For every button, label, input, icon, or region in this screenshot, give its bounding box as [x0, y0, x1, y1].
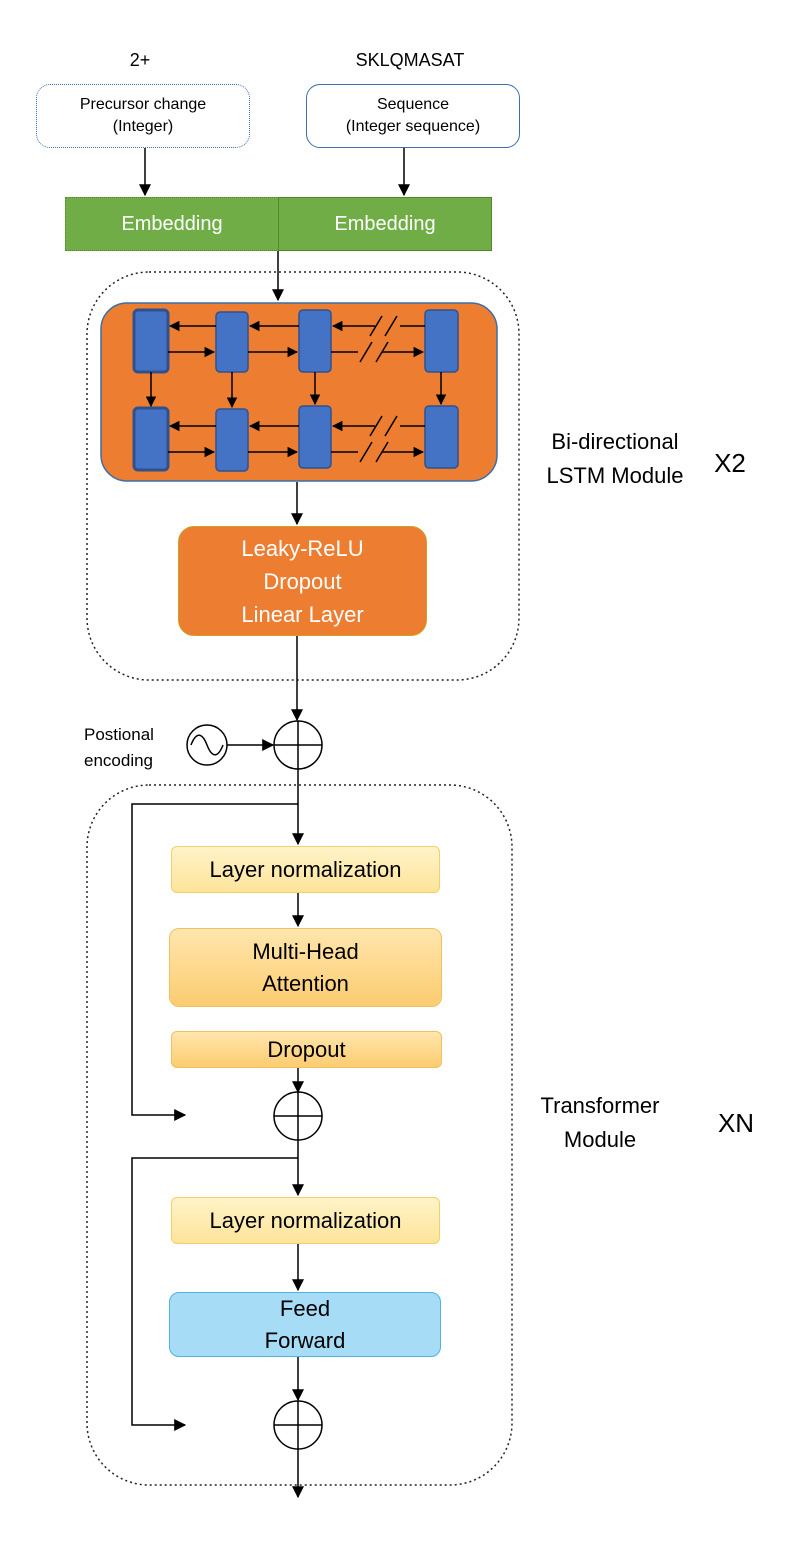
feed-forward-box: Feed Forward: [169, 1292, 441, 1357]
sequence-box-line2: (Integer sequence): [345, 118, 481, 135]
transformer-module-outline: [86, 784, 513, 1486]
residual-path-2: [131, 1157, 298, 1431]
lstm-module-outline: [86, 271, 520, 681]
lstm-cell: [215, 311, 249, 373]
sequence-value: SKLQMASAT: [355, 49, 465, 70]
layer-norm-1: Layer normalization: [171, 846, 440, 893]
dropout-label: Dropout: [263, 568, 342, 594]
transformer-repeat-count: XN: [717, 1107, 755, 1138]
dense-layers-box: Leaky-ReLU Dropout Linear Layer: [178, 526, 427, 636]
lstm-cell: [132, 406, 170, 472]
lstm-cell: [298, 309, 332, 373]
sequence-embedding: Embedding: [278, 197, 492, 251]
transformer-module-label: Transformer Module: [540, 1093, 660, 1152]
linear-layer-label: Linear Layer: [241, 601, 364, 627]
precursor-input-box: Precursor change (Integer): [36, 84, 250, 148]
layer-norm-2: Layer normalization: [171, 1197, 440, 1244]
precursor-embedding: Embedding: [65, 197, 279, 251]
dropout-box: Dropout: [171, 1031, 442, 1068]
lstm-cell: [132, 308, 170, 374]
residual-path-1: [131, 803, 298, 1121]
precursor-box-line1: Precursor change: [79, 96, 207, 113]
positional-encoding-label: Postional encoding: [84, 725, 154, 770]
multi-head-attention-box: Multi-Head Attention: [169, 928, 442, 1007]
lstm-cell: [424, 309, 459, 373]
precursor-box-line2: (Integer): [112, 118, 174, 135]
precursor-value: 2+: [129, 49, 151, 70]
sequence-input-box: Sequence (Integer sequence): [306, 84, 520, 148]
lstm-cell: [215, 408, 249, 472]
bilstm-block: [100, 302, 498, 482]
lstm-cell: [424, 405, 459, 469]
sequence-box-line1: Sequence: [376, 96, 450, 113]
leaky-relu-label: Leaky-ReLU: [241, 535, 364, 561]
lstm-cell: [298, 405, 332, 469]
lstm-module-label: Bi-directional LSTM Module: [546, 429, 684, 488]
lstm-repeat-count: X2: [714, 447, 746, 478]
